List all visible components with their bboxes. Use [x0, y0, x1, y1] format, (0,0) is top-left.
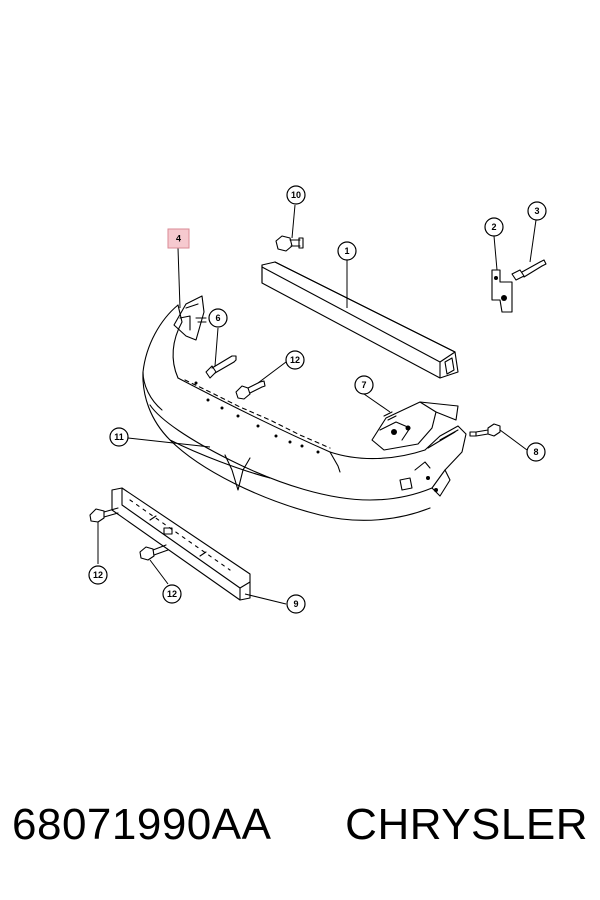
callout-12-middle[interactable]: 12: [285, 350, 305, 370]
caption-bar: 68071990AA CHRYSLER: [0, 800, 600, 870]
callout-12-lower[interactable]: 12: [162, 584, 182, 604]
callout-1-label: 1: [344, 246, 349, 256]
callout-12-left-label: 12: [93, 570, 103, 580]
callout-1[interactable]: 1: [337, 241, 357, 261]
callout-3[interactable]: 3: [527, 201, 547, 221]
screw-12-lower: [139, 544, 169, 561]
callout-9[interactable]: 9: [286, 594, 306, 614]
callout-6[interactable]: 6: [208, 308, 228, 328]
leader-lines: [97, 204, 537, 605]
screw-3: [511, 259, 547, 281]
callout-9-label: 9: [293, 599, 298, 609]
callout-10-label: 10: [291, 190, 301, 200]
callout-12-lower-label: 12: [167, 589, 177, 599]
bumper-exploded-diagram: 1 10 2 3 4 6 12 7 8 11 12 12: [88, 185, 547, 614]
reinforcement-beam: [261, 261, 459, 379]
bumper-fascia: [142, 304, 467, 521]
callout-7[interactable]: 7: [354, 375, 374, 395]
callout-6-label: 6: [215, 313, 220, 323]
callout-10[interactable]: 10: [286, 185, 306, 205]
callout-2[interactable]: 2: [484, 217, 504, 237]
fascia-bracket-4: [173, 295, 207, 341]
screw-12-middle: [235, 380, 266, 400]
screw-12-left: [89, 507, 119, 523]
fascia-bracket-7: [371, 401, 459, 451]
callout-7-label: 7: [361, 380, 366, 390]
callout-11[interactable]: 11: [109, 427, 129, 447]
lower-support-bracket-9: [111, 487, 251, 601]
callout-11-label: 11: [114, 432, 124, 442]
callout-8[interactable]: 8: [526, 442, 546, 462]
brand-name: CHRYSLER: [345, 800, 588, 849]
callout-4-highlighted[interactable]: 4: [167, 228, 190, 249]
callout-12-middle-label: 12: [290, 355, 300, 365]
screw-8: [469, 423, 501, 437]
callout-8-label: 8: [533, 447, 538, 457]
part-number: 68071990AA: [12, 800, 272, 849]
bracket-2: [491, 269, 513, 313]
callout-2-label: 2: [491, 222, 496, 232]
callout-3-label: 3: [534, 206, 539, 216]
push-pin-6: [205, 355, 237, 379]
callout-4-label: 4: [176, 234, 181, 244]
callout-12-left[interactable]: 12: [88, 565, 108, 585]
bolt-10: [275, 235, 304, 252]
